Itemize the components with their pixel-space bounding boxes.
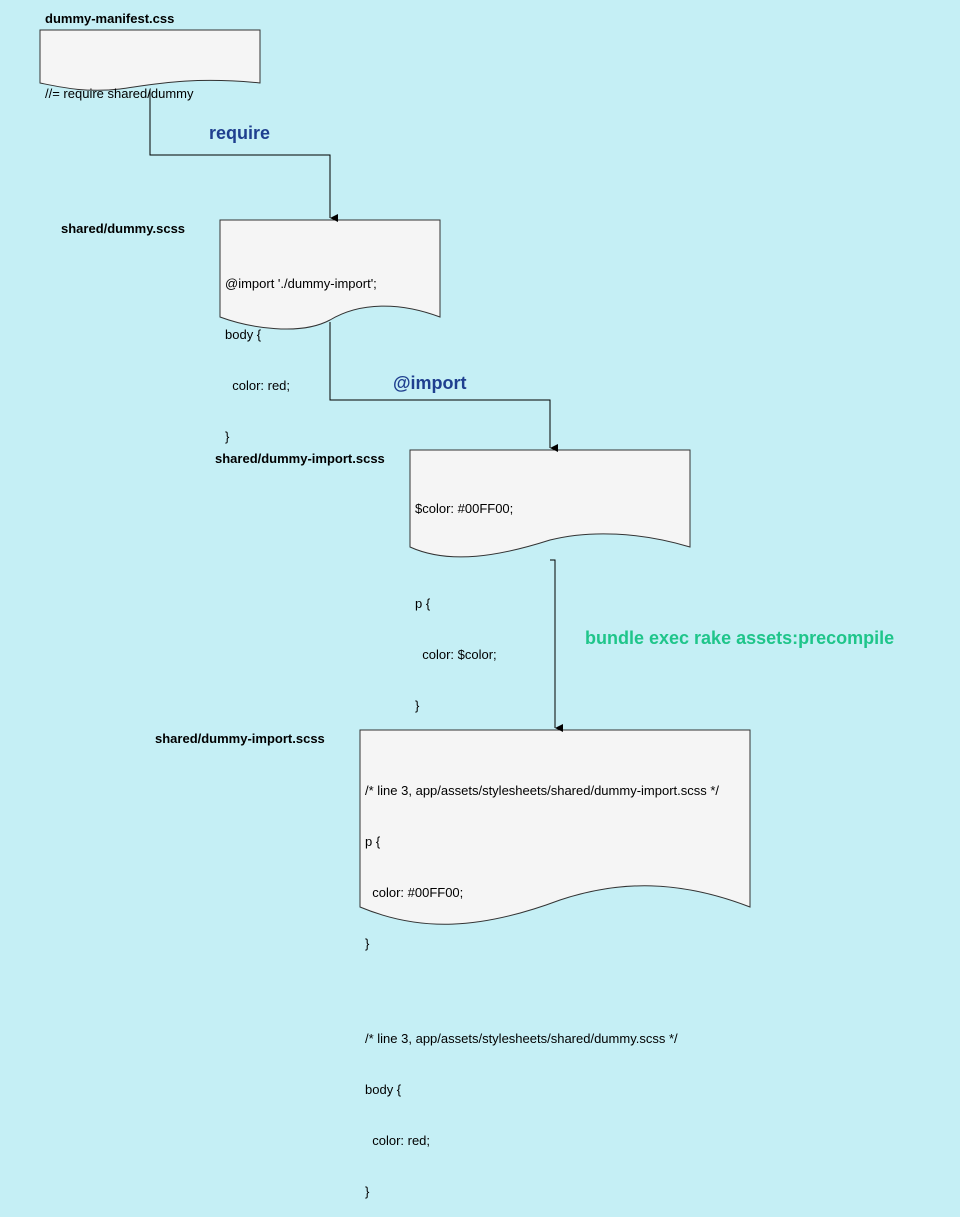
code-line: } [225, 429, 230, 444]
manifest-content: //= require shared/dummy [45, 51, 193, 119]
flow-diagram [39, 29, 751, 925]
dummy-title: shared/dummy.scss [61, 221, 186, 236]
code-line: color: red; [225, 378, 291, 393]
code-line: //= require shared/dummy [45, 86, 194, 101]
code-line: color: red; [365, 1133, 431, 1148]
code-line: /* line 3, app/assets/stylesheets/shared… [365, 783, 720, 798]
code-line: color: $color; [415, 647, 497, 662]
import-label: @import [393, 373, 467, 393]
code-line: $color: #00FF00; [415, 501, 514, 516]
dummy-import-title: shared/dummy-import.scss [215, 451, 385, 466]
dummy-document [219, 219, 441, 330]
code-line: color: #00FF00; [365, 885, 464, 900]
code-line: body { [365, 1082, 402, 1097]
precompile-connector [550, 559, 563, 732]
code-line: p { [365, 834, 381, 849]
compiled-document [359, 729, 751, 925]
manifest-title: dummy-manifest.css [45, 11, 175, 26]
code-line: p { [415, 596, 431, 611]
require-label: require [209, 123, 271, 143]
code-line: } [365, 936, 370, 951]
import-connector [329, 322, 558, 452]
require-connector [149, 90, 338, 222]
code-line: } [415, 698, 420, 713]
code-line: body { [225, 327, 262, 342]
compiled-content: /* line 3, app/assets/stylesheets/shared… [365, 748, 719, 1217]
code-line: @import './dummy-import'; [225, 276, 377, 291]
code-line: } [365, 1184, 370, 1199]
compiled-title: shared/dummy-import.scss [155, 731, 325, 746]
manifest-document [39, 29, 261, 91]
dummy-content: @import './dummy-import'; body { color: … [225, 241, 377, 462]
precompile-label: bundle exec rake assets:precompile [585, 628, 895, 648]
dummy-import-document [409, 449, 691, 558]
dummy-import-content: $color: #00FF00; p { color: $color; } [415, 466, 513, 731]
code-line: /* line 3, app/assets/stylesheets/shared… [365, 1031, 678, 1046]
